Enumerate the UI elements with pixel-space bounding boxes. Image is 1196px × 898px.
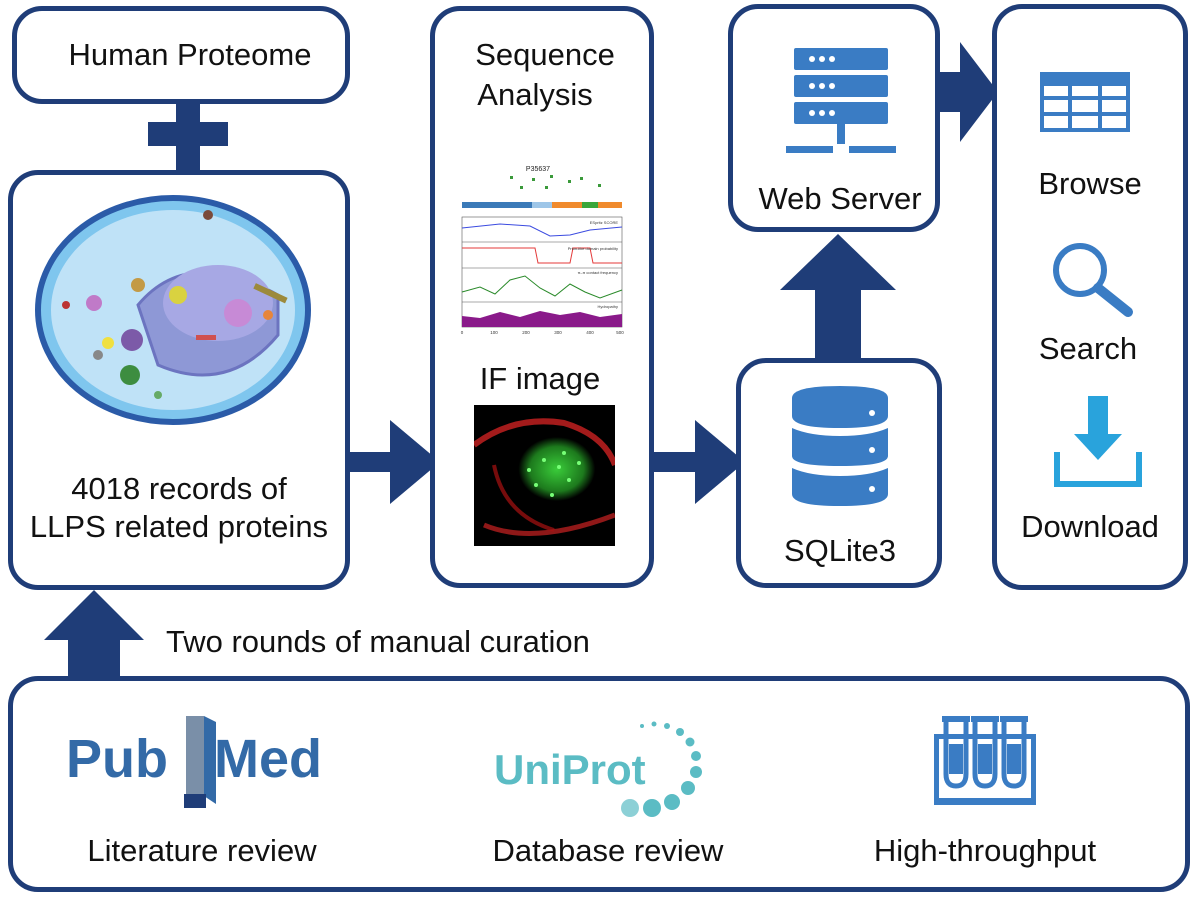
- pipi-line: [461, 275, 623, 299]
- sequence-title-line2: Analysis: [477, 77, 593, 112]
- sequence-title-line1: Sequence: [475, 37, 615, 72]
- legend-hydropathy: Hydropathy: [598, 304, 618, 309]
- cell-caption-line2: LLPS related proteins: [29, 509, 329, 544]
- database-review-label: Database review: [492, 833, 724, 868]
- x-tick-200: 200: [522, 330, 530, 335]
- connector-horizontal: [148, 122, 228, 146]
- cell-illustration: [35, 195, 311, 425]
- if-image: [474, 405, 615, 546]
- hydropathy-fill: [462, 311, 622, 327]
- human-proteome-title: Human Proteome: [68, 37, 312, 72]
- arrow-analysis-to-sqlite: [650, 420, 745, 504]
- pubmed-logo-pub: Pub: [66, 729, 168, 789]
- legend-espritz: ESpritz SCORE: [590, 220, 619, 225]
- cell-caption-line1: 4018 records of: [71, 471, 287, 506]
- espritz-line: [461, 223, 623, 237]
- web-server-label: Web Server: [758, 181, 922, 216]
- if-image-label: IF image: [479, 361, 601, 396]
- x-tick-0: 0: [461, 330, 464, 335]
- pubmed-logo: Pub Med: [66, 712, 346, 812]
- x-tick-500: 500: [616, 330, 624, 335]
- arrow-cell-to-analysis: [343, 420, 440, 504]
- curation-label: Two rounds of manual curation: [166, 624, 590, 659]
- table-icon: [1040, 72, 1130, 132]
- high-throughput-label: High-throughput: [873, 833, 1097, 868]
- plot-title: P35637: [526, 166, 550, 173]
- search-icon: [1053, 243, 1133, 317]
- sequence-plot: P35637 ESpritz SCORE Prion-like domain p…: [461, 166, 625, 335]
- pubmed-logo-med: Med: [214, 729, 322, 789]
- uniprot-logo: UniProt: [492, 720, 722, 820]
- pubmed-book-icon: [184, 716, 216, 808]
- literature-review-label: Literature review: [87, 833, 317, 868]
- test-tubes-icon: [934, 716, 1036, 805]
- prion-line: [462, 247, 622, 264]
- x-tick-400: 400: [586, 330, 594, 335]
- sqlite-label: SQLite3: [783, 533, 896, 568]
- database-icon: [792, 386, 888, 506]
- x-tick-300: 300: [554, 330, 562, 335]
- human-proteome-box: [12, 6, 350, 104]
- arrow-curation-up: [44, 590, 144, 680]
- uniprot-dots-icon: [621, 721, 702, 817]
- uniprot-logo-text: UniProt: [494, 746, 646, 793]
- server-icon: [786, 48, 896, 153]
- x-tick-100: 100: [490, 330, 498, 335]
- legend-pipi: π–π contact frequency: [578, 270, 618, 275]
- access-box: [992, 4, 1188, 590]
- legend-prion: Prion-like domain probability: [568, 246, 618, 251]
- download-icon: [1054, 396, 1142, 487]
- search-label: Search: [1038, 331, 1138, 366]
- arrow-webserver-to-access: [940, 42, 998, 142]
- browse-label: Browse: [1038, 166, 1142, 201]
- arrow-sqlite-to-webserver: [780, 234, 896, 360]
- download-label: Download: [1021, 509, 1159, 544]
